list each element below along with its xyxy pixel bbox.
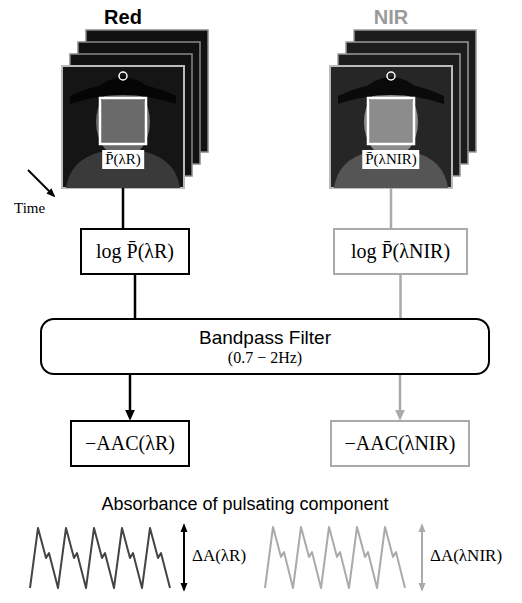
amplitude-label: ΔA(λR) (192, 546, 246, 566)
connector (399, 375, 402, 412)
amplitude-arrow (421, 525, 423, 590)
nir-frame-stack (330, 30, 476, 188)
box-text: −AAC(λNIR) (345, 432, 456, 455)
roi-label: P̄(λR) (102, 150, 144, 169)
box-text: log P̄(λNIR) (351, 240, 450, 263)
connector (390, 188, 393, 228)
connector (122, 188, 125, 228)
connector (129, 375, 132, 412)
connector (399, 275, 402, 318)
axis-label: Time (14, 200, 45, 217)
video-frame: RedP̄(λR) (62, 66, 184, 188)
nir-waveform (265, 527, 405, 588)
amplitude-label: ΔA(λNIR) (430, 546, 502, 566)
box-text: Bandpass Filter (199, 327, 331, 349)
caption-label: Absorbance of pulsating component (0, 494, 490, 515)
channel-heading: NIR (310, 6, 472, 29)
box-text: log P̄(λR) (96, 240, 174, 263)
time-arrow (28, 170, 54, 196)
output-box: −AAC(λR) (70, 420, 190, 467)
connector (134, 275, 137, 318)
red-frame-stack (62, 30, 208, 188)
box-text: −AAC(λR) (85, 432, 175, 455)
roi-label: P̄(λNIR) (362, 150, 419, 169)
filter-box: Bandpass Filter(0.7 − 2Hz) (40, 318, 490, 375)
video-frame: NIRP̄(λNIR) (330, 66, 452, 188)
box-text: (0.7 − 2Hz) (228, 349, 302, 367)
process-box: log P̄(λR) (80, 228, 190, 275)
amplitude-arrow (183, 525, 185, 590)
channel-heading: Red (42, 6, 204, 29)
process-box: log P̄(λNIR) (333, 228, 468, 275)
red-waveform (30, 528, 170, 588)
output-box: −AAC(λNIR) (330, 420, 470, 467)
